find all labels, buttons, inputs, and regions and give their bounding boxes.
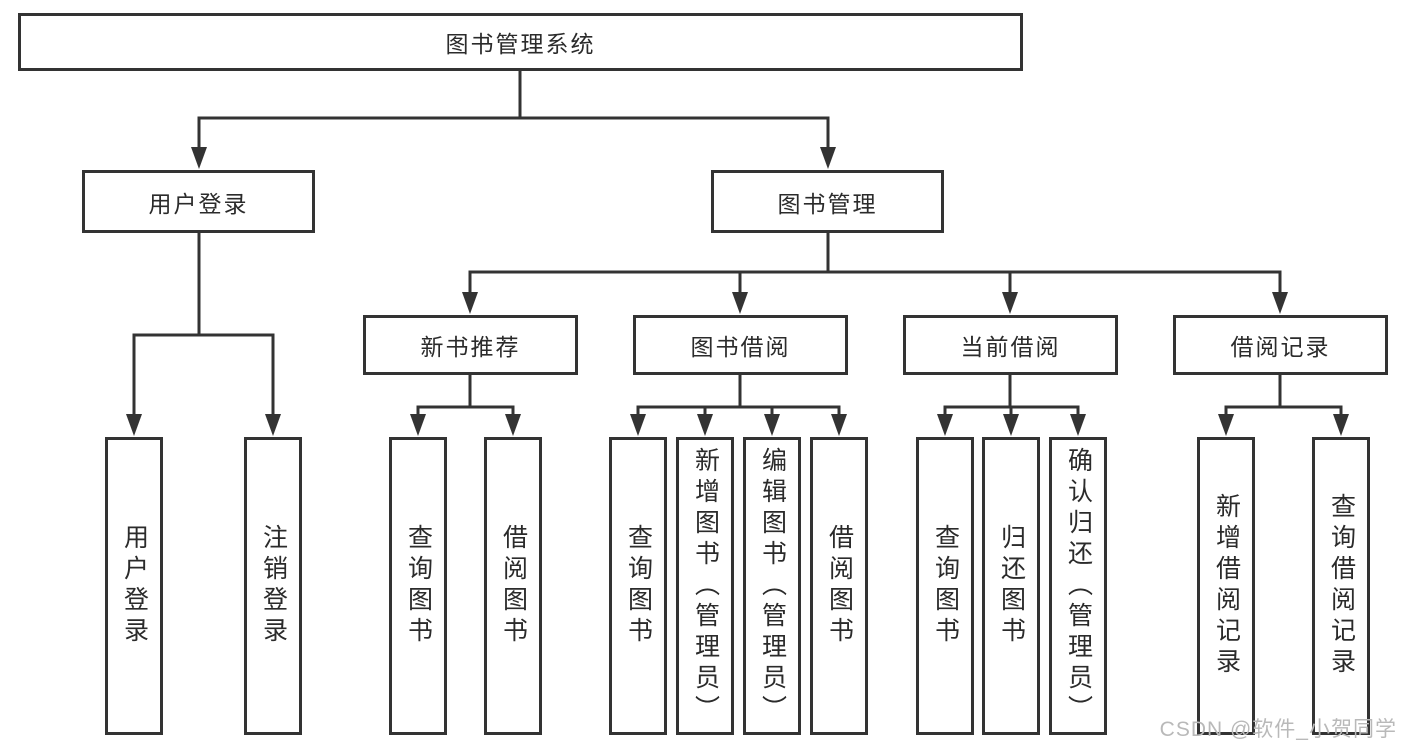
arrowheads [126, 147, 1349, 436]
node-label: 借阅图书 [499, 524, 528, 648]
leaf-add-book-admin: 新增图书（管理员） [676, 437, 734, 735]
leaf-query-books-recommend: 查询图书 [389, 437, 447, 735]
leaf-logout: 注销登录 [244, 437, 302, 735]
node-label: 图书管理系统 [445, 31, 596, 57]
node-current-borrowing: 当前借阅 [903, 315, 1118, 375]
arrow-down-icon [1002, 292, 1018, 314]
arrow-down-icon [697, 414, 713, 436]
node-label: 图书借阅 [690, 334, 791, 360]
leaf-query-books-borrowing: 查询图书 [609, 437, 667, 735]
leaf-edit-book-admin: 编辑图书（管理员） [743, 437, 801, 735]
connector-user-login [132, 233, 275, 416]
arrow-down-icon [462, 292, 478, 314]
leaf-return-books: 归还图书 [982, 437, 1040, 735]
node-label: 查询图书 [931, 524, 960, 648]
node-label: 新增借阅记录 [1212, 493, 1241, 679]
node-label: 查询图书 [624, 524, 653, 648]
leaf-query-borrow-record: 查询借阅记录 [1312, 437, 1370, 735]
connector-root [197, 71, 830, 149]
node-book-borrowing: 图书借阅 [633, 315, 848, 375]
arrow-down-icon [1218, 414, 1234, 436]
connector-new-book-recommend [416, 375, 515, 417]
leaf-add-borrow-record: 新增借阅记录 [1197, 437, 1255, 735]
arrow-down-icon [126, 414, 142, 436]
arrow-down-icon [505, 414, 521, 436]
node-label: 查询图书 [404, 524, 433, 648]
arrow-down-icon [265, 414, 281, 436]
arrow-down-icon [1333, 414, 1349, 436]
node-borrowing-records: 借阅记录 [1173, 315, 1388, 375]
arrow-down-icon [764, 414, 780, 436]
leaf-user-login: 用户登录 [105, 437, 163, 735]
node-root: 图书管理系统 [18, 13, 1023, 71]
node-label: 归还图书 [997, 524, 1026, 648]
connector-book-borrowing [636, 375, 841, 417]
arrow-down-icon [1003, 414, 1019, 436]
node-new-book-recommend: 新书推荐 [363, 315, 578, 375]
connector-book-management [468, 233, 1282, 294]
leaf-query-books-current: 查询图书 [916, 437, 974, 735]
connector-current-borrowing [943, 375, 1080, 417]
connector-borrowing-records [1224, 375, 1343, 417]
arrow-down-icon [1070, 414, 1086, 436]
node-label: 新增图书（管理员） [691, 446, 720, 726]
arrow-down-icon [1272, 292, 1288, 314]
watermark: CSDN @软件_小贺同学 [1159, 718, 1397, 741]
node-label: 注销登录 [259, 524, 288, 648]
arrow-down-icon [820, 147, 836, 169]
node-label: 图书管理 [777, 190, 878, 217]
arrow-down-icon [937, 414, 953, 436]
node-label: 编辑图书（管理员） [758, 446, 787, 726]
arrow-down-icon [410, 414, 426, 436]
leaf-borrow-books-borrowing: 借阅图书 [810, 437, 868, 735]
leaf-confirm-return-admin: 确认归还（管理员） [1049, 437, 1107, 735]
arrow-down-icon [732, 292, 748, 314]
arrow-down-icon [831, 414, 847, 436]
node-user-login: 用户登录 [82, 170, 315, 233]
node-label: 借阅图书 [825, 524, 854, 648]
node-label: 查询借阅记录 [1327, 493, 1356, 679]
arrow-down-icon [630, 414, 646, 436]
node-label: 借阅记录 [1230, 334, 1331, 360]
node-label: 用户登录 [120, 524, 149, 648]
arrow-down-icon [191, 147, 207, 169]
node-label: 用户登录 [148, 190, 249, 217]
node-label: 当前借阅 [960, 334, 1061, 360]
leaf-borrow-books-recommend: 借阅图书 [484, 437, 542, 735]
node-book-management: 图书管理 [711, 170, 944, 233]
node-label: 新书推荐 [420, 334, 521, 360]
node-label: 确认归还（管理员） [1064, 446, 1093, 726]
